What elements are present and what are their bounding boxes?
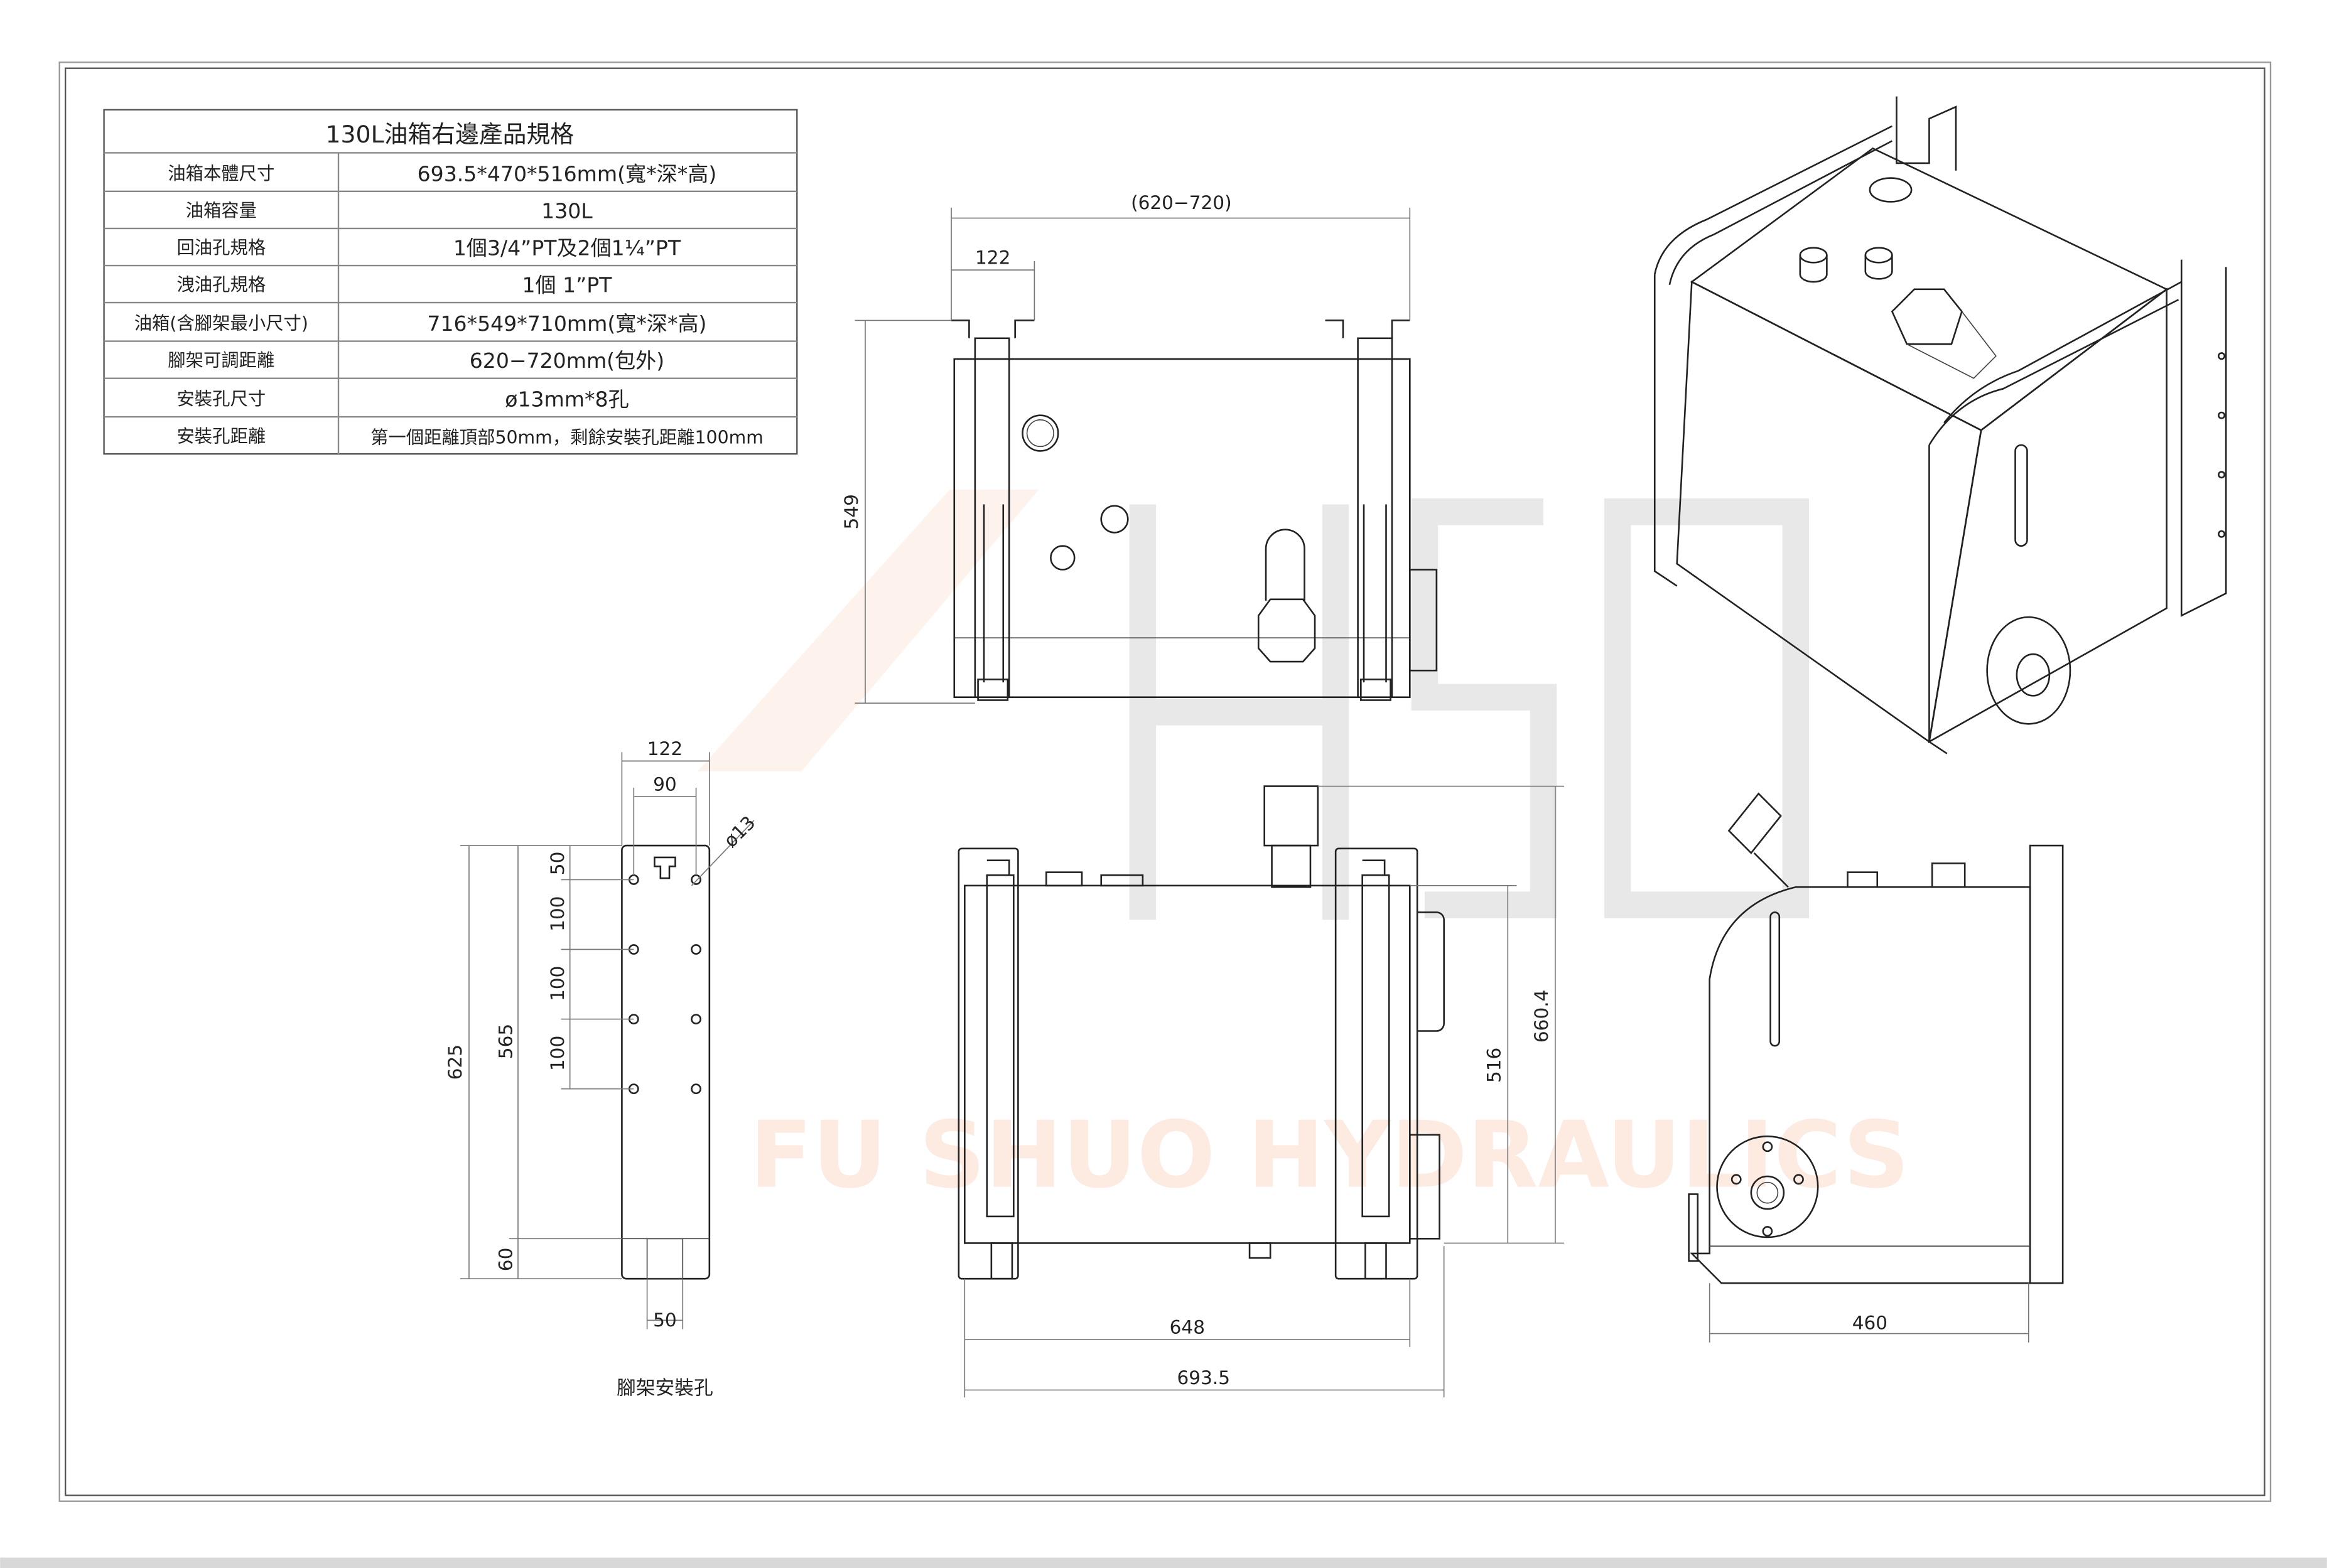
dim-height: 516 [1483,1048,1504,1083]
spec-value: 1個3/4”PT及2個1¼”PT [453,235,681,260]
dim-inner: 90 [653,774,677,795]
bracket-view: 122 90 ø13 625 565 50 100 100 100 60 50 … [445,738,759,1400]
dim-depth: 460 [1852,1313,1887,1334]
spec-label: 油箱本體尺寸 [168,163,274,184]
dim-inner-width: 648 [1170,1317,1205,1338]
spec-label: 油箱容量 [186,200,257,221]
dim-pitch: 100 [547,1036,568,1071]
spec-label: 安裝孔距離 [176,426,266,446]
spec-value: 130L [541,198,593,223]
spec-label: 回油孔規格 [176,237,266,258]
spec-value: 620−720mm(包外) [470,348,664,373]
inner-frame [64,67,2265,1496]
isometric-view [1653,96,2227,754]
bottom-band [0,1557,2327,1568]
spec-label: 腳架可調距離 [168,350,274,371]
dim-pitch: 100 [547,966,568,1001]
bracket-caption: 腳架安裝孔 [617,1377,713,1399]
spec-label: 油箱(含腳架最小尺寸) [134,313,308,334]
dim-span: 565 [495,1024,517,1059]
spec-table: 130L油箱右邊產品規格 油箱本體尺寸 油箱容量 回油孔規格 洩油孔規格 油箱(… [103,109,798,455]
spec-label: 洩油孔規格 [176,274,266,295]
top-view: (620−720) 122 549 [841,192,1438,704]
side-view: 460 [1688,792,2064,1343]
dim-depth: 549 [841,494,862,529]
outer-frame [58,62,2272,1502]
spec-value: 1個 1”PT [522,273,612,298]
watermark-text: FU SHUO HYDRAULICS [750,1102,1909,1209]
dim-first: 50 [547,852,568,876]
dim-pitch: 100 [547,896,568,932]
spec-table-title: 130L油箱右邊產品規格 [325,121,574,148]
dim-bracket: 122 [975,247,1010,269]
dim-total-height: 660.4 [1531,990,1552,1043]
watermark: FU SHUO HYDRAULICS [697,489,1909,1209]
dim-bottom: 60 [495,1248,517,1272]
spec-value: 第一個距離頂部50mm，剩餘安裝孔距離100mm [370,427,764,448]
spec-value: 693.5*470*516mm(寬*深*高) [418,161,717,186]
dim-slot: 50 [653,1309,677,1331]
dim-width: 693.5 [1177,1367,1231,1388]
dim-total: 625 [445,1044,466,1080]
spec-value: 716*549*710mm(寬*深*高) [427,311,706,336]
spec-label: 安裝孔尺寸 [176,389,266,409]
spec-value: ø13mm*8孔 [505,387,629,412]
dim-width: 122 [647,738,683,760]
dim-span: (620−720) [1131,192,1232,213]
front-view: 648 693.5 516 660.4 [958,785,1565,1398]
